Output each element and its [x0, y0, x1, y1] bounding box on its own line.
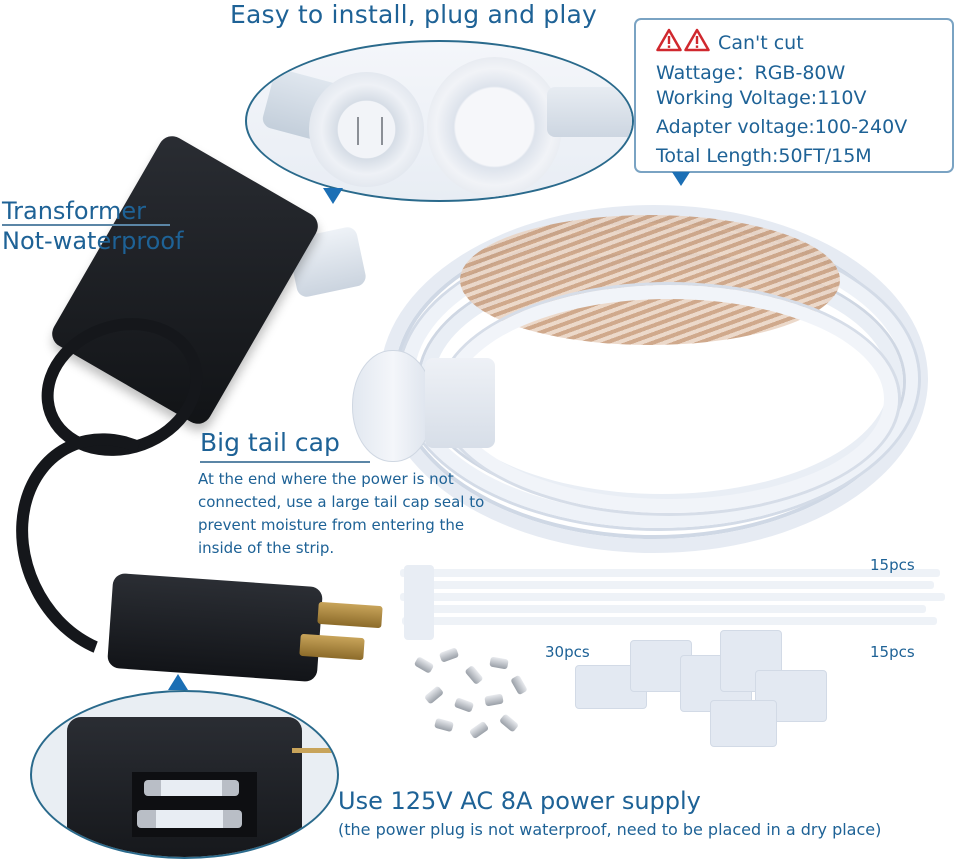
transformer-underline: [2, 224, 170, 226]
cant-cut-line: Can't cut: [656, 28, 804, 54]
tail-cap-heading: Big tail cap: [200, 428, 340, 457]
tail-desc-line: prevent moisture from entering the: [198, 516, 465, 534]
spec-pointer: [672, 172, 690, 186]
plug-side-prong: [292, 748, 337, 753]
transformer-label: Transformer Not-waterproof: [2, 197, 183, 256]
tail-cap-sleeve: [425, 358, 495, 448]
connector-closeup: [245, 40, 634, 202]
transformer-title: Transformer: [2, 197, 147, 225]
tail-cap-description: At the end where the power is not connec…: [198, 468, 484, 560]
cant-cut-text: Can't cut: [718, 32, 804, 54]
total-length-spec: Total Length:50FT/15M: [656, 145, 872, 167]
screws-count: 30pcs: [545, 643, 590, 661]
tail-desc-line: inside of the strip.: [198, 539, 335, 557]
cable-ties: [400, 565, 945, 645]
mounting-clips: [570, 625, 840, 755]
tail-cap: [352, 350, 434, 462]
spec-callout: Can't cut Wattage：RGB-80W Working Voltag…: [634, 18, 954, 186]
adapter-voltage-spec: Adapter voltage:100-240V: [656, 116, 908, 138]
power-plug: [106, 572, 324, 683]
warning-triangle-icon: [656, 28, 682, 52]
not-waterproof-text: Not-waterproof: [2, 227, 184, 255]
male-connector-ring: [309, 72, 424, 187]
clips-count: 15pcs: [870, 643, 915, 661]
tail-cap-underline: [200, 461, 370, 463]
fuse-closeup: [30, 690, 339, 859]
power-supply-note: (the power plug is not waterproof, need …: [338, 820, 882, 839]
fuse-icon: [137, 810, 242, 828]
female-connector-cable: [547, 87, 632, 137]
screws: [405, 640, 545, 750]
connector-pointer: [323, 188, 343, 204]
tail-desc-line: connected, use a large tail cap seal to: [198, 493, 485, 511]
plug-prong: [317, 601, 383, 629]
female-connector: [427, 57, 562, 197]
fuse-icon: [144, 780, 239, 796]
working-voltage-spec: Working Voltage:110V: [656, 87, 867, 109]
wattage-spec: Wattage：RGB-80W: [656, 62, 846, 84]
plug-pointer: [168, 674, 188, 690]
tail-desc-line: At the end where the power is not: [198, 470, 454, 488]
plug-prong: [299, 633, 365, 661]
install-heading: Easy to install, plug and play: [230, 0, 598, 29]
warning-triangle-icon: [684, 28, 710, 52]
power-supply-heading: Use 125V AC 8A power supply: [338, 787, 701, 815]
connector-pins: [357, 117, 383, 145]
cable-ties-count: 15pcs: [870, 556, 915, 574]
